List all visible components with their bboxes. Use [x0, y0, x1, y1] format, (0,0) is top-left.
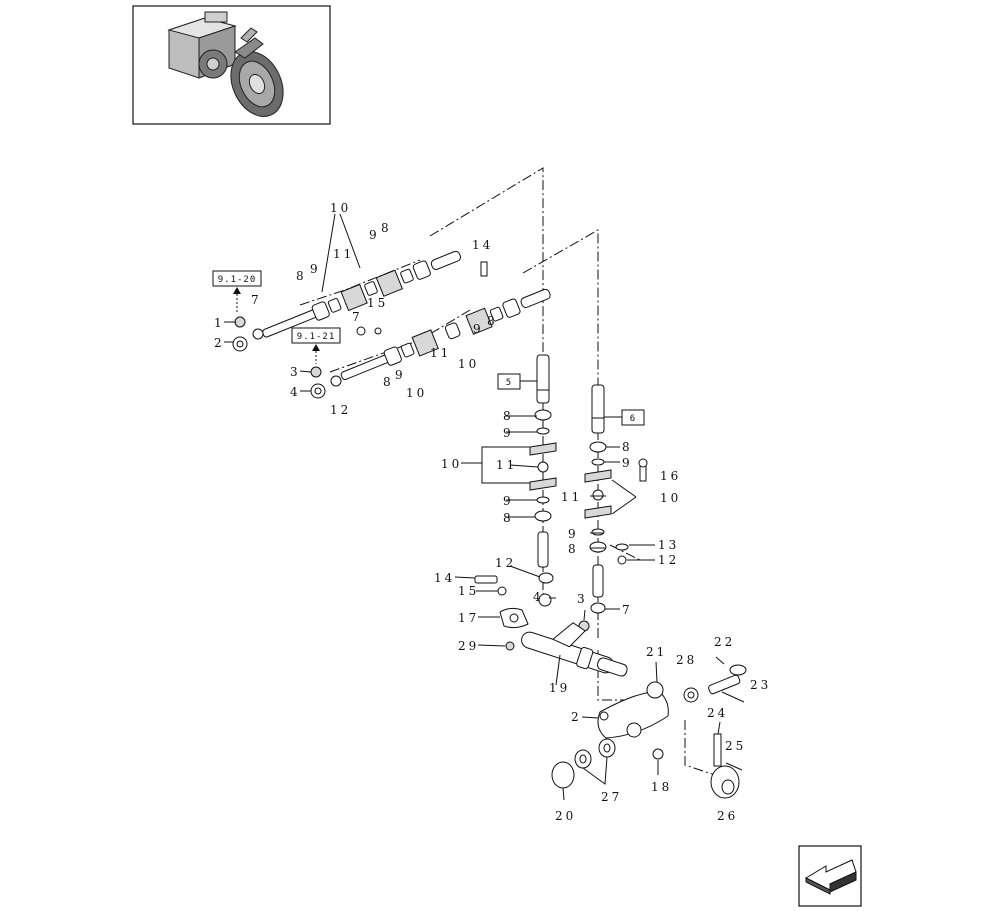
callout: 7: [251, 293, 262, 307]
callout: 23: [750, 678, 771, 692]
callout: 7: [352, 310, 363, 324]
callout: 9: [568, 527, 579, 541]
callout: 15: [458, 584, 479, 598]
svg-text:5: 5: [506, 378, 512, 388]
callout: 2: [571, 710, 582, 724]
callout: 25: [725, 739, 746, 753]
upper-rod-assembly: [232, 250, 461, 352]
callout: 9: [622, 456, 633, 470]
callout: 12: [330, 403, 351, 417]
callout: 27: [601, 790, 622, 804]
lower-shaft-assembly: [474, 575, 628, 677]
callout: 12: [658, 553, 679, 567]
callout: 10: [330, 201, 351, 215]
callout: 28: [676, 653, 697, 667]
callout: 22: [714, 635, 735, 649]
reference-boxes: 9.1-20 9.1-21 5 6: [212, 270, 645, 426]
callout: 11: [430, 346, 451, 360]
svg-text:9.1-21: 9.1-21: [297, 332, 336, 342]
callout: 8: [568, 542, 579, 556]
callout: 10: [406, 386, 427, 400]
assembly-thumbnail: [132, 5, 331, 125]
callout: 10: [441, 457, 462, 471]
callout: 13: [658, 538, 679, 552]
vertical-rod-right: [584, 384, 648, 614]
leader-lines: [224, 213, 725, 801]
callout: 12: [495, 556, 516, 570]
callout: 9: [395, 368, 406, 382]
callout: 3: [290, 365, 301, 379]
callout: 14: [472, 238, 493, 252]
callout: 9: [503, 426, 514, 440]
callout: 2: [214, 336, 225, 350]
callout: 7: [622, 603, 633, 617]
callout: 1: [214, 316, 225, 330]
callout: 11: [333, 247, 354, 261]
callout: 10: [660, 491, 681, 505]
callout: 8: [622, 440, 633, 454]
callout: 26: [717, 809, 738, 823]
callout: 9: [503, 494, 514, 508]
middle-rod-assembly: [310, 261, 551, 399]
callout: 9: [473, 322, 484, 336]
callout: 11: [561, 490, 582, 504]
callout: 8: [381, 221, 392, 235]
ref-box-6[interactable]: 6: [621, 409, 645, 426]
callout: 8: [383, 375, 394, 389]
callout: 21: [646, 645, 667, 659]
ref-box-5[interactable]: 5: [497, 373, 521, 390]
lever-and-pin: [551, 664, 747, 799]
callout: 20: [555, 809, 576, 823]
callout: 18: [651, 780, 672, 794]
callout: 8: [296, 269, 307, 283]
callout: 24: [707, 706, 728, 720]
callout: 14: [434, 571, 455, 585]
callout: 10: [458, 357, 479, 371]
callout: 16: [660, 469, 681, 483]
callout: 15: [367, 296, 388, 310]
callout: 19: [549, 681, 570, 695]
callout: 8: [503, 511, 514, 525]
callout: 4: [290, 385, 301, 399]
callout: 29: [458, 639, 479, 653]
callout-labels: 10 9 8 11 14 8 9 7 15 1 2 7 9 8 11 10 3 …: [214, 201, 771, 823]
svg-text:6: 6: [630, 414, 636, 424]
callout: 8: [487, 314, 498, 328]
callout: 9: [310, 262, 321, 276]
callout: 11: [496, 458, 517, 472]
callout: 9: [369, 228, 380, 242]
vertical-rod-left: [529, 354, 590, 632]
svg-text:9.1-20: 9.1-20: [218, 275, 257, 285]
ref-box-a[interactable]: 9.1-20: [212, 270, 262, 287]
callout: 8: [503, 409, 514, 423]
ref-box-b[interactable]: 9.1-21: [291, 327, 341, 344]
callout: 17: [458, 611, 479, 625]
previous-page-arrow-icon[interactable]: [798, 845, 862, 907]
callout: 3: [577, 592, 588, 606]
callout: 4: [533, 590, 544, 604]
